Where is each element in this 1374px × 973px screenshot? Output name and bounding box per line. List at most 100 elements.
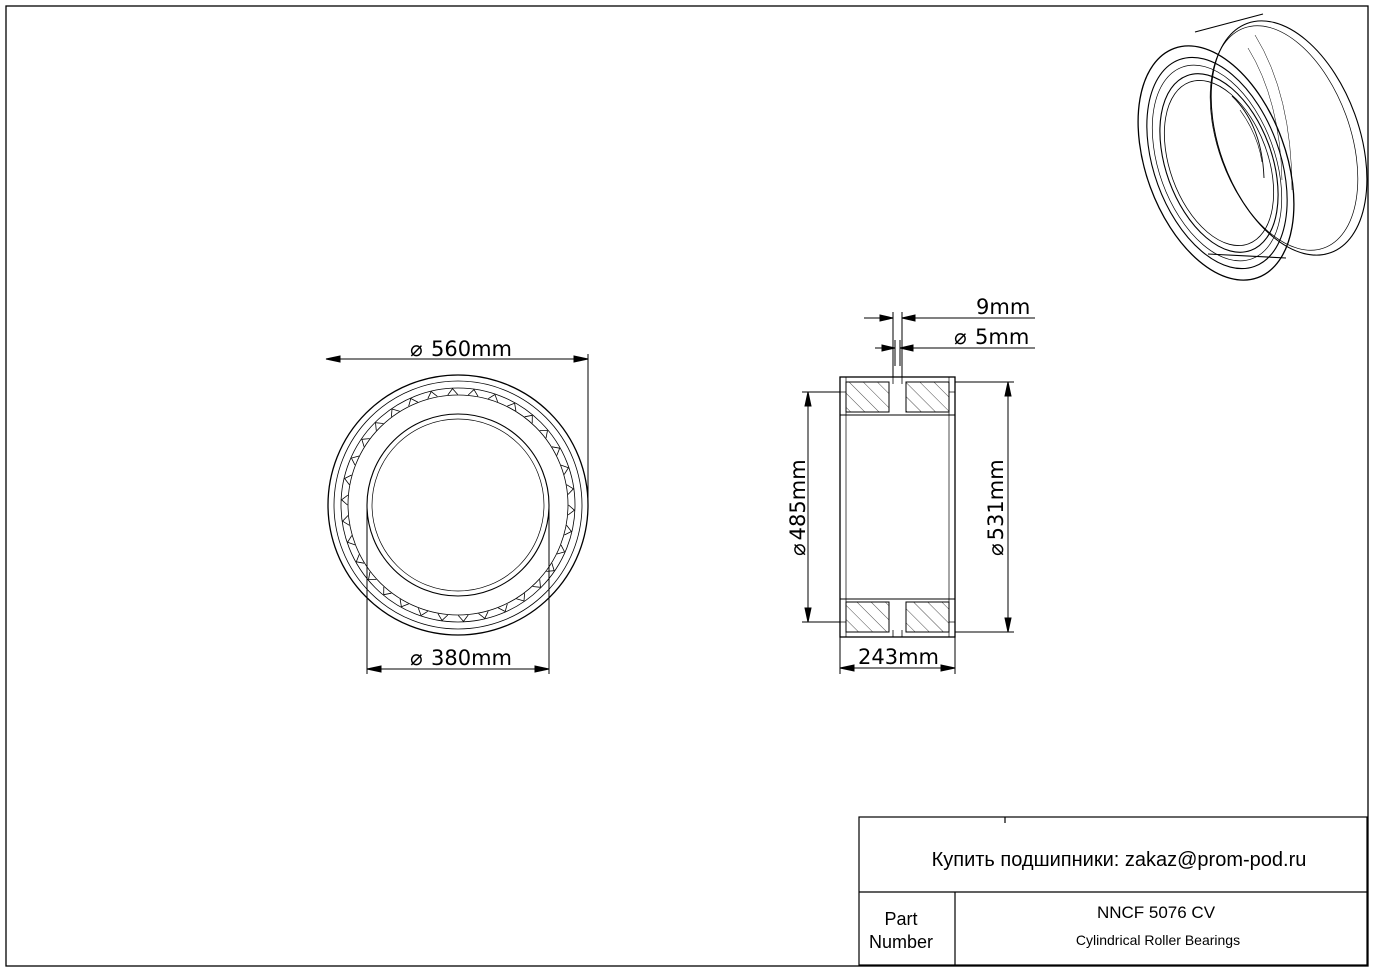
dim-inner-diameter-label: 380mm [431, 646, 512, 670]
dim-inner-ring-diameter-label: ⌀ 531mm [984, 459, 1008, 556]
roller-mark [546, 570, 555, 572]
roller-mark [368, 571, 371, 580]
roller-section [845, 601, 890, 633]
roller-mark [417, 607, 422, 616]
contact-text: Купить подшипники: zakaz@prom-pod.ru [932, 849, 1307, 871]
roller-mark [567, 488, 574, 495]
roller-mark [556, 551, 565, 555]
roller-mark [539, 579, 541, 588]
roller-mark [410, 398, 418, 403]
roller-mark [341, 499, 348, 506]
roller-section [905, 381, 950, 413]
dim-inner-ring-diameter [955, 381, 1014, 633]
dim-outer-ring-diameter [802, 391, 840, 623]
roller-mark [447, 388, 453, 396]
roller-mark [344, 478, 350, 485]
roller-mark [463, 614, 469, 622]
roller-mark [487, 394, 496, 400]
dim-width-label: 243mm [858, 645, 939, 669]
roller-mark [560, 464, 569, 469]
roller-mark [566, 484, 574, 490]
roller-mark [545, 430, 548, 439]
dim-value: 485mm [786, 459, 810, 540]
roller-mark [494, 394, 499, 403]
roller-mark [516, 598, 525, 602]
roller-mark [427, 391, 432, 399]
roller-mark [437, 613, 443, 621]
roller-mark [344, 474, 352, 479]
roller-mark [375, 422, 384, 424]
dim-hole-diameter-label: 5mm [975, 325, 1029, 349]
roller-mark [551, 446, 560, 449]
roller-mark [356, 561, 365, 564]
roller-mark [551, 563, 555, 571]
roller-mark [452, 388, 459, 395]
dim-outer-diameter [325, 354, 589, 505]
dim-inner-diameter [366, 505, 550, 674]
dim-outer-diameter-label: 560mm [431, 337, 512, 361]
roller-mark [560, 544, 565, 553]
dim-value: 531mm [984, 459, 1008, 540]
bearing-section-view [839, 376, 956, 638]
roller-mark [507, 402, 515, 407]
roller-mark [399, 599, 402, 607]
roller-section [845, 381, 890, 413]
diameter-symbol: ⌀ [984, 543, 1008, 556]
part-label-line2: Number [869, 932, 933, 952]
dim-hole-diameter [875, 340, 1035, 366]
roller-mark [523, 593, 525, 602]
roller-mark [524, 414, 533, 418]
roller-mark [401, 603, 409, 608]
roller-mark [351, 457, 356, 466]
roller-mark [342, 515, 349, 522]
roller-mark [498, 607, 506, 612]
roller-mark [361, 438, 370, 440]
roller-mark [351, 455, 360, 459]
dim-groove-width [864, 312, 1035, 377]
roller-mark [504, 603, 508, 612]
diameter-symbol: ⌀ [410, 646, 423, 670]
roller-mark [342, 520, 350, 526]
roller-mark [430, 391, 438, 397]
roller-mark [383, 592, 392, 596]
diameter-symbol: ⌀ [786, 543, 810, 556]
roller-mark [457, 615, 464, 622]
diameter-symbol: ⌀ [954, 325, 967, 349]
part-number: NNCF 5076 CV [1097, 903, 1216, 922]
roller-mark [341, 494, 349, 501]
part-label-line1: Part [884, 909, 917, 929]
roller-mark [441, 614, 449, 621]
roller-mark [355, 554, 360, 562]
roller-mark [391, 408, 400, 412]
dim-groove-width-label: 9mm [976, 295, 1030, 319]
roller-mark [420, 610, 429, 616]
roller-mark [568, 504, 575, 511]
roller-mark [484, 611, 489, 619]
roller-mark [473, 389, 479, 397]
roller-mark [566, 525, 572, 532]
roller-marks [341, 388, 575, 622]
dim-width [839, 637, 956, 674]
roller-mark [567, 509, 575, 516]
roller-mark [467, 389, 475, 396]
dim-outer-ring-diameter-label: ⌀ 485mm [786, 459, 810, 556]
part-description: Cylindrical Roller Bearings [1076, 932, 1240, 948]
roller-mark [564, 531, 572, 536]
roller-mark [478, 613, 486, 619]
roller-mark [347, 535, 353, 543]
roller-mark [347, 541, 356, 546]
roller-mark [532, 586, 541, 588]
roller-mark [361, 439, 365, 447]
roller-mark [408, 398, 412, 407]
roller-mark [375, 422, 377, 431]
roller-mark [514, 403, 517, 411]
roller-section [905, 601, 950, 633]
roller-mark [563, 467, 569, 475]
title-block [858, 816, 1368, 966]
bearing-3d-view [1137, 13, 1368, 281]
roller-mark [391, 408, 393, 417]
diameter-symbol: ⌀ [410, 337, 423, 361]
roller-mark [556, 448, 561, 456]
drawing-border [5, 5, 1369, 967]
